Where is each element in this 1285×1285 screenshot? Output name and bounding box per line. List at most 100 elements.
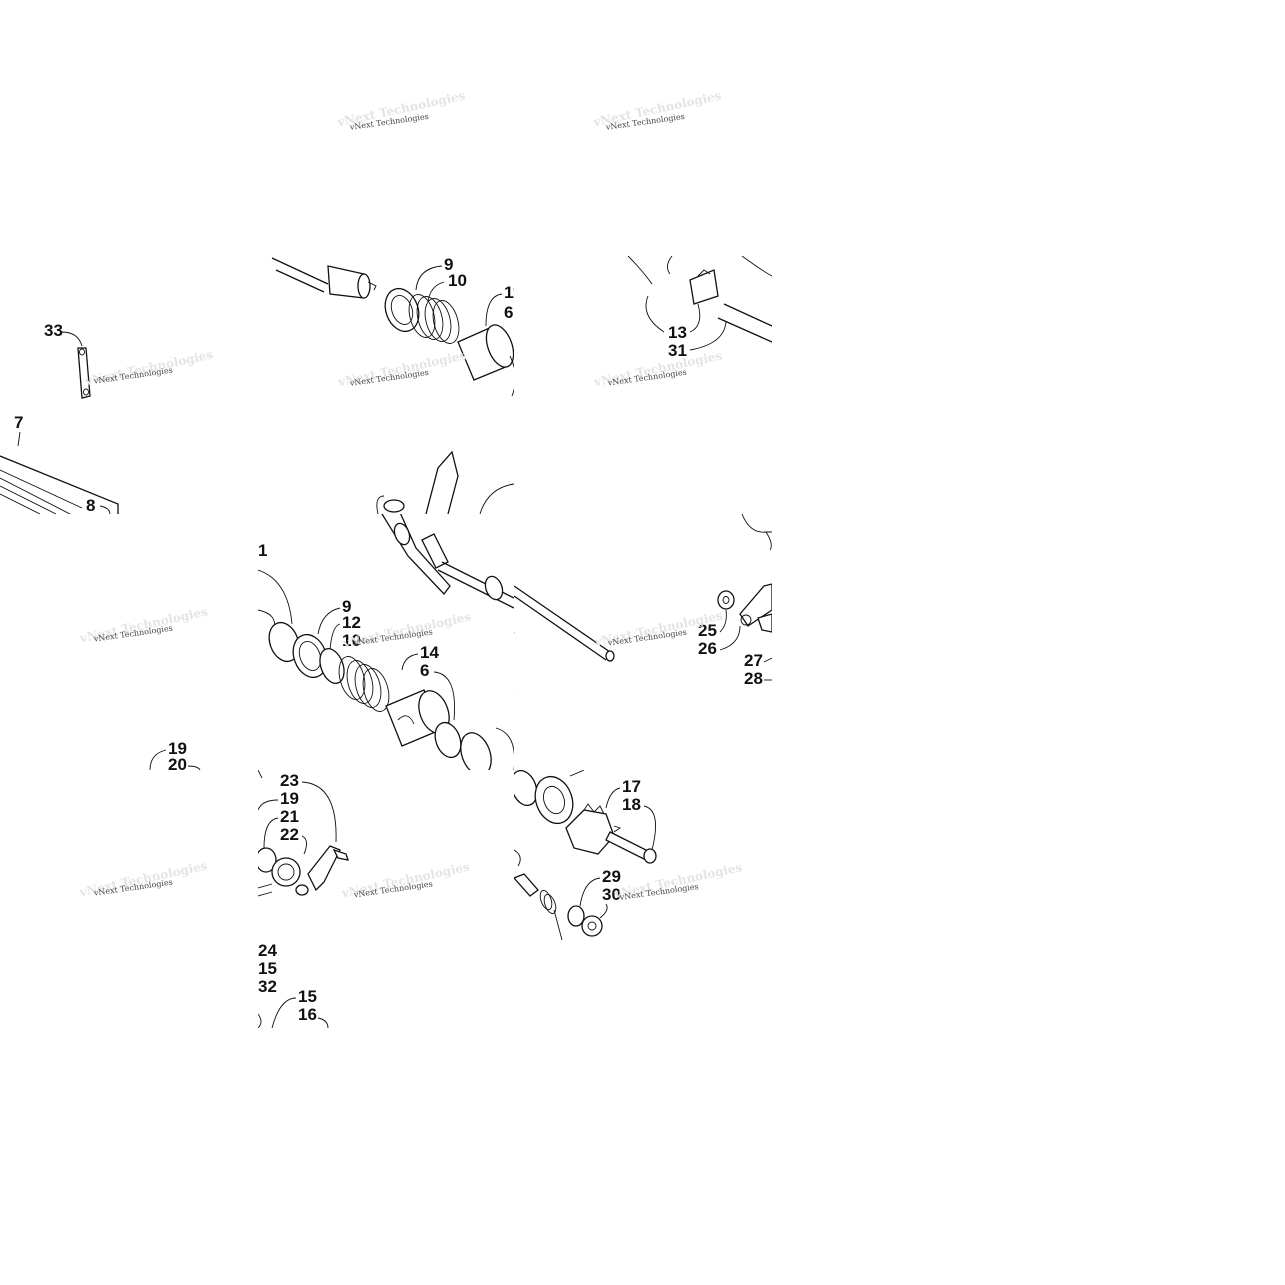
fork-arc (479, 483, 514, 514)
arm-bolt-head (295, 884, 309, 896)
washer-left (514, 770, 538, 807)
callout-18: 18 (622, 795, 641, 814)
part-26-fork-top (425, 450, 459, 514)
tile-r4c1: vNext Technologies vNext Technologies (0, 770, 258, 1028)
washer-tick (569, 770, 585, 777)
callout-28: 28 (744, 669, 763, 688)
callout-21: 21 (280, 807, 299, 826)
nut-hole (587, 921, 597, 931)
tile-r2c2-svg: 9 10 11 6 vNext Technologies vNext Techn… (271, 256, 514, 514)
tile-r3c2: 1 9 12 10 14 6 (258, 514, 514, 770)
shaft-tip (605, 650, 615, 662)
part-13-block (689, 269, 719, 305)
tile-r3c1-svg: vNext Technologies vNext Technologies 19… (78, 604, 209, 770)
tile-r3c2-svg: 1 9 12 10 14 6 (258, 514, 514, 770)
shift-gear (421, 533, 449, 569)
part-6b-ring (434, 721, 462, 759)
leader-11 (485, 293, 503, 327)
leader-26b (719, 625, 741, 651)
shaft-upper (271, 257, 329, 293)
leader-9b (317, 607, 341, 635)
tile-r4c3: 17 18 29 30 vNext Technologies vNext Tec… (514, 770, 772, 940)
leader-17 (605, 787, 621, 809)
shaft-pin (367, 281, 377, 291)
callout-32: 32 (258, 977, 277, 996)
leader-13b (645, 295, 665, 333)
part-7-body (0, 455, 119, 514)
part-25-hole (722, 596, 730, 604)
cam-slot (397, 715, 415, 725)
part-10b-spring (338, 656, 390, 712)
callout-14: 14 (420, 643, 439, 662)
tile-r2c2: 9 10 11 6 vNext Technologies vNext Techn… (258, 256, 514, 514)
part-17-gear (565, 809, 615, 855)
callout-20: 20 (168, 755, 187, 770)
callout-13: 13 (668, 323, 687, 342)
callout-17: 17 (622, 777, 641, 796)
callout-19: 19 (168, 739, 187, 758)
housing-right (741, 256, 772, 277)
leader-9 (415, 265, 443, 291)
callout-25: 25 (698, 621, 717, 640)
leader-30 (599, 903, 608, 919)
oring-shaft (484, 575, 504, 601)
part-9-washer-inner (390, 295, 414, 325)
part-10-spring (408, 294, 460, 344)
part-33-hole (79, 348, 85, 356)
callout-26: 26 (698, 639, 717, 658)
tile-top-2: vNext Technologies vNext Technologies (514, 0, 772, 256)
callout-29: 29 (602, 867, 621, 886)
callout-22: 22 (280, 825, 299, 844)
callout-11: 11 (504, 283, 514, 302)
leader-26 (376, 495, 385, 514)
part-19-washer (258, 847, 277, 873)
callout-12: 12 (342, 613, 361, 632)
leader-7 (17, 431, 21, 447)
tile-r4c1-svg: vNext Technologies vNext Technologies (77, 858, 209, 899)
callout-1: 1 (258, 541, 267, 560)
leader-21 (263, 817, 279, 849)
tile-r4c3-svg: 17 18 29 30 vNext Technologies vNext Tec… (514, 770, 744, 940)
callout-16: 16 (298, 1005, 317, 1024)
part-25-washer (717, 590, 735, 610)
callout-8: 8 (86, 496, 95, 514)
leader-22 (301, 835, 307, 855)
callout-6b: 6 (420, 661, 429, 680)
tile-r3c3: 25 26 27 28 vNext Technologies vNext Tec… (514, 514, 772, 770)
part-7-ribs (0, 469, 83, 514)
part-9-washer (384, 287, 420, 333)
tile-r2c3-svg: 13 31 vNext Technologies vNext Technolog… (592, 256, 772, 389)
leader-27 (763, 657, 772, 663)
shaft-end (357, 273, 371, 299)
bearing-inner (277, 863, 295, 881)
leader-8 (99, 505, 111, 514)
leader-31 (689, 321, 727, 351)
part-27-bolt (757, 613, 772, 633)
tile-top-1-svg: vNext Technologies vNext Technologies (335, 88, 467, 132)
leader-13 (689, 303, 701, 333)
tile-r3c3-svg: 25 26 27 28 vNext Technologies vNext Tec… (514, 514, 772, 690)
washer-lower (460, 732, 492, 770)
callout-9b: 9 (342, 597, 351, 616)
part-11-cam-end (485, 324, 514, 368)
leader-16 (317, 1017, 329, 1028)
tile-r4c2: 23 19 21 22 vNext Technologies vNext Tec… (258, 770, 514, 1028)
part-33-link (77, 347, 91, 399)
callout-7: 7 (14, 413, 23, 432)
gear-teeth (583, 803, 622, 833)
leader-15b (271, 997, 297, 1028)
gear-teeth-top (741, 514, 772, 533)
bolt-head (643, 848, 657, 864)
leader-14 (401, 653, 419, 671)
oring-upper (393, 522, 411, 546)
bolt-shank (258, 883, 273, 897)
leader-10 (427, 281, 445, 303)
part-26-pin (383, 499, 405, 513)
tile-r3c1: vNext Technologies vNext Technologies 19… (0, 514, 258, 770)
callout-15: 15 (258, 959, 277, 978)
callout-33: 33 (44, 321, 63, 340)
part-22-bearing (271, 857, 301, 887)
part-13-nub (697, 269, 711, 277)
callout-31: 31 (668, 341, 687, 360)
leader-1 (258, 569, 293, 625)
